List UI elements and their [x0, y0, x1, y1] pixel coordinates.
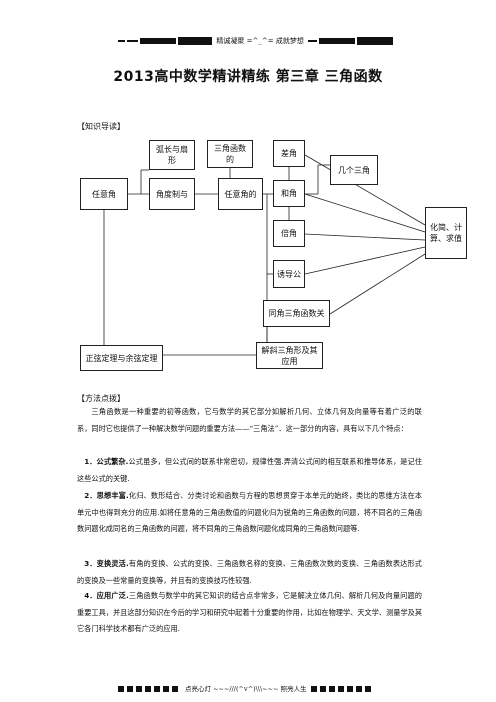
header-decoration [118, 40, 126, 42]
connector [304, 154, 426, 226]
node-same-angle: 同角三角函数关 [263, 300, 330, 327]
header-decoration [356, 37, 393, 45]
node-solve-triangle: 解斜三角形及其应用 [256, 342, 323, 369]
connector [304, 246, 426, 275]
footer-decoration [328, 686, 335, 692]
paragraph-text: 化归、数形结合、分类讨论和函数与方程的思想贯穿于本单元的始终，类比的思维方法在本… [77, 491, 422, 533]
connector [329, 253, 426, 315]
point-lead: 3．变换灵活. [84, 559, 129, 568]
node-simplify: 化简、计算、求值 [425, 207, 467, 259]
method-heading: 【方法点拨】 [77, 394, 125, 403]
page-header: 精诚凝聚 =^_^= 成就梦想 [118, 35, 393, 47]
footer-decoration [136, 686, 142, 692]
footer-decoration [364, 686, 371, 692]
point-lead: 4．应用广泛. [84, 591, 129, 600]
connector [304, 193, 426, 233]
node-double-angle: 倍角 [273, 220, 305, 247]
footer-decoration [355, 686, 362, 692]
footer-decoration [163, 686, 169, 692]
header-decoration [307, 40, 317, 42]
footer-decoration [127, 686, 133, 692]
header-decoration [127, 40, 139, 42]
node-any-angle: 任意角 [80, 178, 128, 210]
paragraph-text: 公式虽多，但公式间的联系非常密切，规律性强.弄清公式间的相互联系和推导体系，是记… [77, 457, 423, 483]
footer-decoration [337, 686, 344, 692]
connector [304, 233, 426, 241]
footer-decoration [145, 686, 151, 692]
paragraph-point-2: 2．思想丰富.化归、数形结合、分类讨论和函数与方程的思想贯穿于本单元的始终，类比… [77, 488, 422, 538]
footer-decoration [319, 686, 326, 692]
node-angle-measure: 角度制与 [149, 178, 195, 210]
header-decoration [178, 37, 213, 45]
point-lead: 2．思想丰富. [84, 491, 129, 500]
footer-decoration [118, 686, 124, 692]
node-trig-function: 三角函数的 [207, 140, 253, 168]
node-arc-sector: 弧长与扇形 [149, 140, 195, 170]
node-sum-angle: 和角 [273, 180, 305, 207]
header-decoration [318, 38, 355, 44]
paragraph-text: 有角的变换、公式的变换、三角函数名称的变换、三角函数次数的变换、三角函数表达形式… [77, 559, 422, 585]
header-decoration [140, 38, 177, 44]
node-several-trig: 几个三角 [330, 155, 378, 185]
paragraph-point-3: 3．变换灵活.有角的变换、公式的变换、三角函数名称的变换、三角函数次数的变换、三… [77, 556, 422, 589]
knowledge-heading: 【知识导读】 [77, 122, 125, 131]
paragraph-point-1: 1．公式繁杂.公式虽多，但公式间的联系非常密切，规律性强.弄清公式间的相互联系和… [77, 454, 422, 487]
footer-decoration [346, 686, 353, 692]
point-lead: 1．公式繁杂. [84, 457, 129, 466]
header-text: 精诚凝聚 =^_^= 成就梦想 [216, 37, 304, 45]
node-diff-angle: 差角 [273, 140, 305, 167]
node-any-angle-of: 任意角的 [218, 178, 263, 210]
paragraph-intro: 三角函数是一种重要的初等函数，它与数学的其它部分如解析几何、立体几何及向量等有着… [77, 404, 422, 437]
paragraph-point-4: 4．应用广泛.三角函数与数学中的其它知识的结合点非常多，它是解决立体几何、解析几… [77, 588, 422, 638]
page-title: 2013高中数学精讲精练 第三章 三角函数 [113, 69, 383, 85]
footer-text: 点亮心灯 ~~~///(^v^)\\\~~~ 照亮人生 [185, 685, 307, 693]
footer-decoration [172, 686, 178, 692]
footer-decoration [154, 686, 160, 692]
page-footer: 点亮心灯 ~~~///(^v^)\\\~~~ 照亮人生 [118, 684, 428, 694]
paragraph-text: 三角函数是一种重要的初等函数，它与数学的其它部分如解析几何、立体几何及向量等有着… [77, 407, 422, 433]
node-sine-cosine: 正弦定理与余弦定理 [80, 345, 163, 371]
paragraph-text: 三角函数与数学中的其它知识的结合点非常多，它是解决立体几何、解析几何及向量问题的… [77, 591, 423, 633]
footer-decoration [310, 686, 317, 692]
node-induction: 诱导公 [273, 260, 305, 288]
